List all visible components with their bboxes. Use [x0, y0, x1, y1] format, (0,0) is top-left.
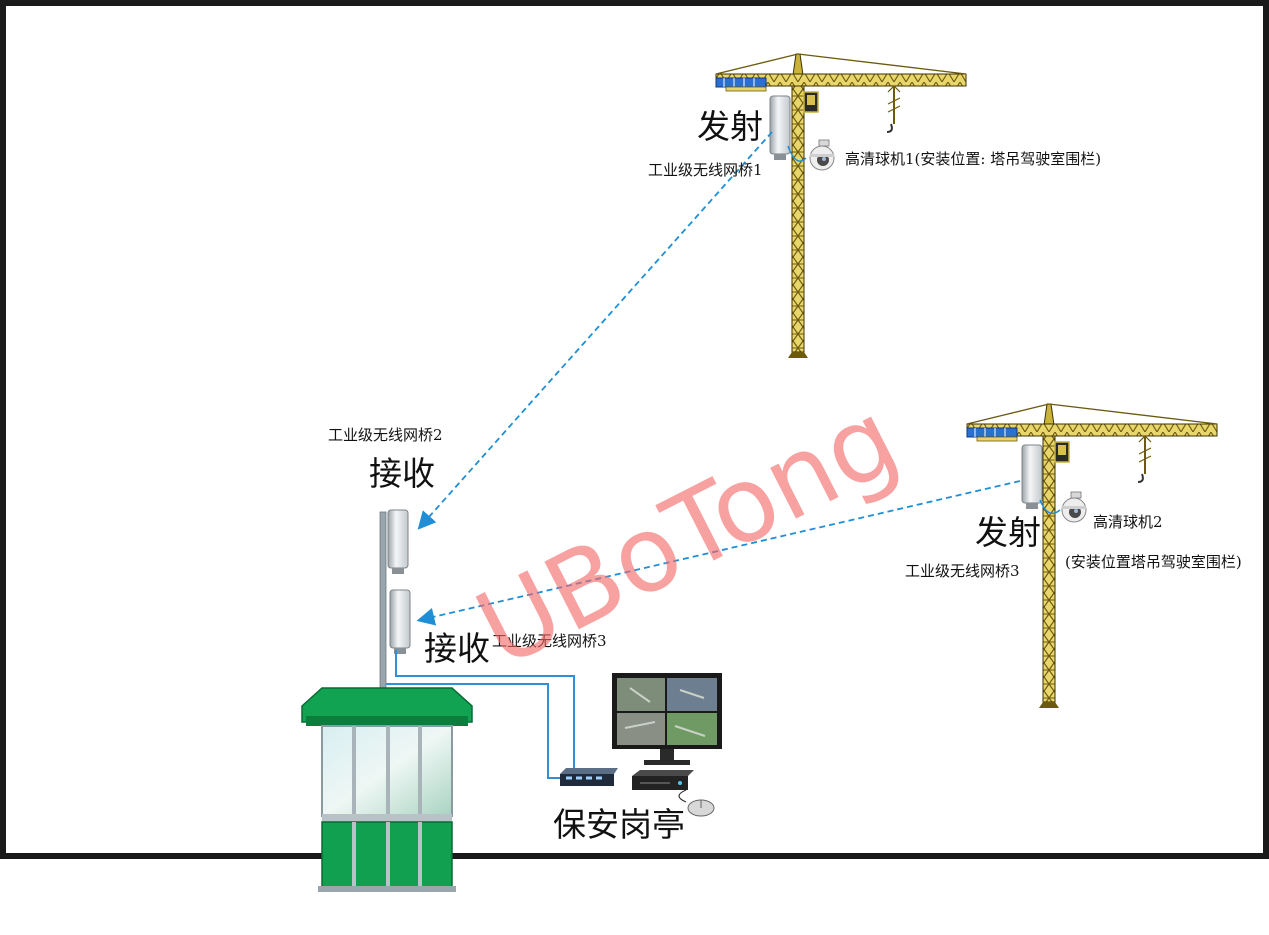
- bridge-1-cable: [787, 145, 807, 162]
- monitor-icon: [612, 673, 722, 765]
- frame-border: [0, 0, 1269, 859]
- rx-label-2: 接收: [424, 629, 490, 668]
- cable-to-switch-2: [386, 683, 562, 779]
- camera-2-label: 高清球机2: [1093, 513, 1163, 531]
- bridge-3-crane-label: 工业级无线网桥3: [905, 562, 1020, 580]
- bridge-3-cable: [1039, 499, 1061, 515]
- bridge-1-label: 工业级无线网桥1: [648, 161, 763, 179]
- wireless-bridge-2: [387, 509, 409, 575]
- wireless-bridge-1: [769, 95, 791, 161]
- wireless-link-2: [416, 480, 1021, 626]
- bridge-2-label: 工业级无线网桥2: [328, 426, 443, 444]
- dome-camera-1: [809, 139, 835, 171]
- nvr-recorder-icon: [632, 770, 694, 790]
- wireless-bridge-3-receiver: [389, 589, 411, 655]
- tx-label-1: 发射: [697, 107, 763, 146]
- wireless-link-1: [417, 131, 773, 530]
- receiver-pole: [379, 511, 387, 693]
- tx-label-2: 发射: [975, 513, 1041, 552]
- tower-crane-1: [715, 53, 967, 359]
- dome-camera-2: [1061, 491, 1087, 523]
- rx-label-1: 接收: [369, 454, 435, 493]
- camera-1-label: 高清球机1(安装位置: 塔吊驾驶室围栏): [845, 150, 1102, 168]
- bridge-3-receiver-label: 工业级无线网桥3: [492, 632, 607, 650]
- cable-to-switch-1: [395, 650, 575, 770]
- mouse-icon: [678, 789, 715, 817]
- booth-label: 保安岗亭: [553, 805, 685, 844]
- network-switch-icon: [560, 768, 618, 786]
- camera-2-location-label: (安装位置塔吊驾驶室围栏): [1065, 553, 1242, 571]
- guard-booth-icon: [301, 687, 473, 892]
- wireless-bridge-3-crane: [1021, 444, 1043, 510]
